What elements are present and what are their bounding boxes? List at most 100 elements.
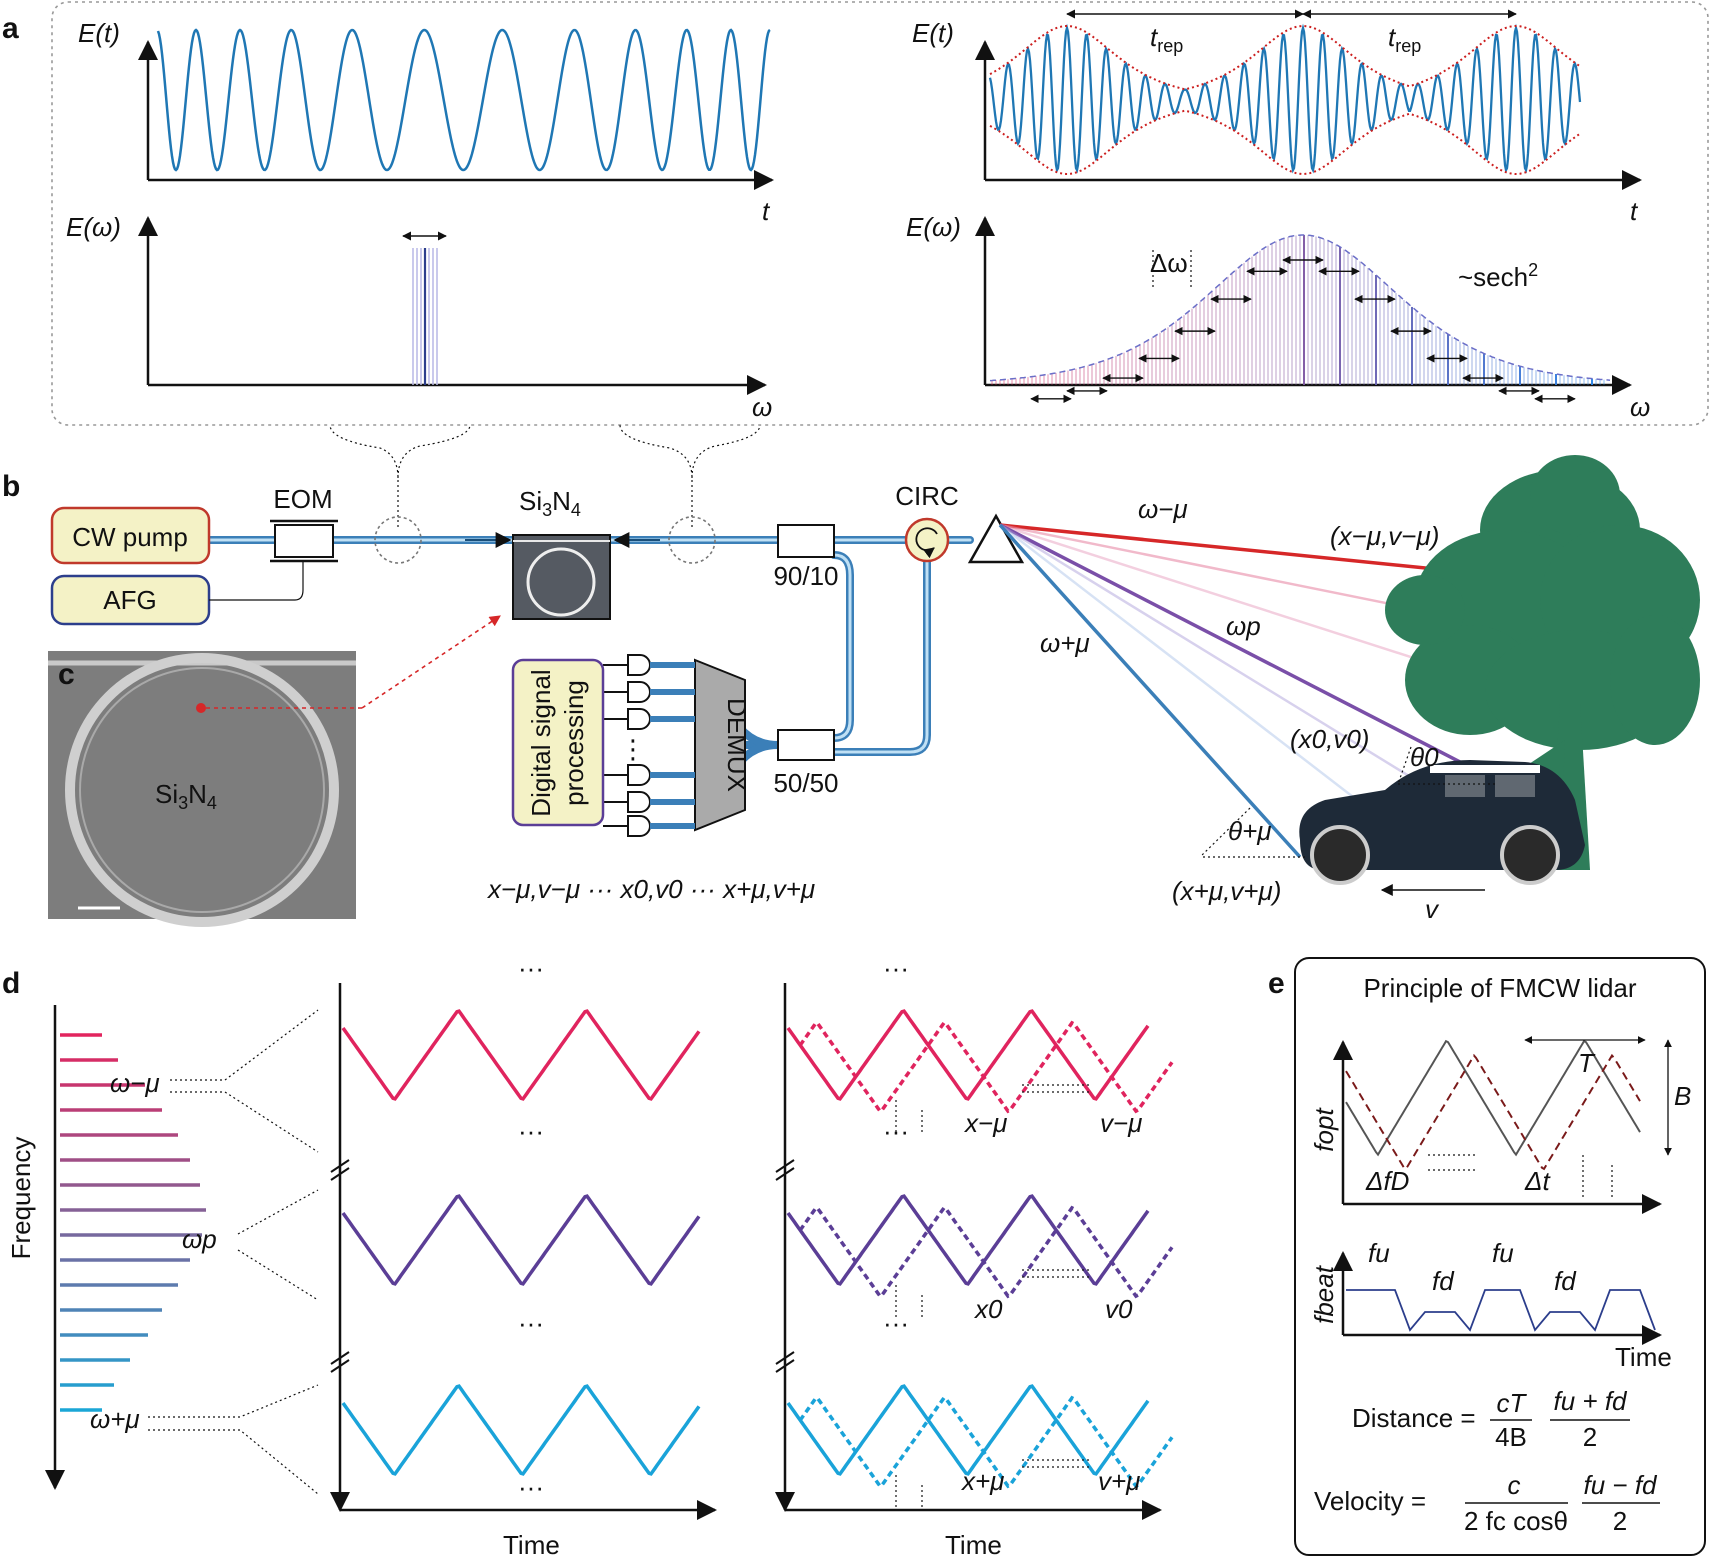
svg-text:···: ··· — [518, 953, 544, 983]
panel-a-right-time-plot: E(t) t trep trep — [912, 9, 1642, 226]
bandwidth-label: B — [1674, 1081, 1691, 1111]
chirp-trace — [341, 1384, 701, 1476]
delta-fd-label: ΔfD — [1365, 1166, 1409, 1196]
svg-text:c: c — [1508, 1470, 1521, 1500]
axis-label-eomega-right: E(ω) — [906, 212, 961, 242]
afg-box[interactable]: AFG — [50, 574, 211, 626]
d-label-x-plus: x+μ — [960, 1466, 1004, 1496]
tx-chirp — [1345, 1039, 1641, 1157]
d-label-x-minus: x−μ — [963, 1108, 1007, 1138]
coupler-50-50-label: 50/50 — [773, 768, 838, 798]
svg-text:···: ··· — [883, 1116, 909, 1146]
coord-zero-label: (x0,v0) — [1290, 724, 1369, 754]
e-time-label: Time — [1615, 1342, 1672, 1372]
panel-letter-e: e — [1268, 967, 1285, 1000]
panel-a-left-time-plot: E(t) t — [78, 18, 774, 226]
eom-modulator[interactable]: EOM — [270, 484, 338, 563]
demux-label: DEMUX — [722, 698, 752, 792]
delta-t-label: Δt — [1524, 1166, 1551, 1196]
circulator[interactable]: CIRC — [895, 481, 959, 563]
distance-formula: Distance = cT 4B fu + fd 2 — [1352, 1386, 1630, 1452]
panel-a-frame — [51, 1, 1709, 426]
coupler-50-50[interactable]: 50/50 — [773, 729, 839, 798]
svg-text:···: ··· — [883, 953, 909, 983]
eom-label: EOM — [273, 484, 332, 514]
svg-text:2: 2 — [1613, 1506, 1627, 1536]
fbeat-label: fbeat — [1309, 1264, 1339, 1324]
velocity-formula: Velocity = c 2 fc cosθ fu − fd 2 — [1314, 1470, 1660, 1536]
panel-letter-a: a — [2, 12, 19, 45]
collimator-prism — [967, 513, 1025, 564]
velocity-label: v — [1425, 894, 1440, 924]
panel-e-frame — [1294, 957, 1706, 1556]
coupler-90-10[interactable]: 90/10 — [773, 524, 839, 591]
comb-frequency-bars — [60, 1033, 206, 1412]
svg-text:···: ··· — [883, 1308, 909, 1338]
dsp-label-line2: processing — [559, 680, 589, 806]
d-label-x-zero: x0 — [973, 1294, 1003, 1324]
dsp-label-line1: Digital signal — [526, 669, 556, 816]
chirp-trace-tx — [786, 1009, 1150, 1101]
d-label-v-plus: v+μ — [1098, 1466, 1140, 1496]
lidar-beam — [999, 523, 1421, 662]
chirp-trace-rx — [798, 1395, 1174, 1489]
chirp-trace-rx — [798, 1205, 1174, 1299]
chirp-trace-rx — [798, 1020, 1174, 1114]
axis-label-omega-left: ω — [752, 392, 772, 422]
dsp-box[interactable]: Digital signal processing — [511, 658, 605, 827]
probe-circle-1 — [374, 516, 422, 564]
demux[interactable]: DEMUX — [694, 658, 752, 832]
fd-label-2: fd — [1554, 1266, 1577, 1296]
beam-label-omega-p: ωp — [1226, 611, 1261, 641]
fd-label-1: fd — [1432, 1266, 1455, 1296]
lidar-beam — [999, 523, 1496, 782]
d-label-omega-plus: ω+μ — [90, 1404, 140, 1434]
d-left-chirp-traces — [341, 1009, 701, 1476]
trep-label-1: trep — [1150, 22, 1183, 56]
si3n4-chip[interactable]: Si3N4 — [512, 486, 611, 620]
d-right-time-label: Time — [945, 1530, 1002, 1560]
svg-text:fu + fd: fu + fd — [1554, 1386, 1629, 1416]
panel-a-left-spectrum-plot: E(ω) ω — [66, 212, 772, 422]
svg-text:···: ··· — [518, 1116, 544, 1146]
svg-text:···: ··· — [518, 1472, 544, 1502]
d-ellipses: ··· ··· ··· ··· ··· ··· ··· — [518, 953, 909, 1502]
circ-label: CIRC — [895, 481, 959, 511]
lidar-beam — [999, 523, 1441, 797]
lidar-beam — [998, 523, 1302, 859]
fu-label-1: fu — [1368, 1238, 1390, 1268]
soliton-pulse-train — [988, 23, 1582, 174]
svg-text:···: ··· — [518, 1308, 544, 1338]
chirp-trace — [341, 1194, 701, 1286]
theta-zero-label: θ0 — [1410, 742, 1439, 772]
svg-text:4B: 4B — [1495, 1422, 1527, 1452]
d-left-time-label: Time — [503, 1530, 560, 1560]
svg-text:Velocity =: Velocity = — [1314, 1486, 1426, 1516]
measured-outputs: x−μ,v−μ ··· x0,v0 ··· x+μ,v+μ — [486, 874, 815, 904]
lidar-beams — [998, 523, 1496, 859]
trep-label-2: trep — [1388, 22, 1421, 56]
axis-label-t-right: t — [1630, 196, 1639, 226]
d-label-omega-minus: ω−μ — [110, 1068, 160, 1098]
probe-circle-2 — [668, 516, 716, 564]
chirp-trace-tx — [786, 1194, 1150, 1286]
chirped-cw-wave — [156, 28, 771, 172]
sech-envelope — [989, 234, 1611, 382]
beat-frequency-trace — [1346, 1289, 1656, 1332]
axis-label-eomega-left: E(ω) — [66, 212, 121, 242]
detector-ellipsis: ⋮ — [620, 734, 646, 764]
panel-c-micrograph — [48, 651, 356, 927]
single-spectral-line — [412, 248, 438, 385]
photodetector-array — [603, 654, 695, 837]
svg-text:fu − fd: fu − fd — [1584, 1470, 1659, 1500]
period-label: T — [1578, 1048, 1596, 1078]
fu-label-2: fu — [1492, 1238, 1514, 1268]
cw-pump-box[interactable]: CW pump — [50, 506, 211, 565]
chirp-trace — [341, 1009, 701, 1101]
d-label-v-zero: v0 — [1105, 1294, 1133, 1324]
svg-text:2 fc cosθ: 2 fc cosθ — [1464, 1506, 1568, 1536]
panel-a-right-spectrum-plot: E(ω) ω Δω ~sech2 — [906, 212, 1650, 422]
coord-plus-label: (x+μ,v+μ) — [1172, 876, 1281, 906]
d-axis-breaks — [330, 1159, 795, 1373]
